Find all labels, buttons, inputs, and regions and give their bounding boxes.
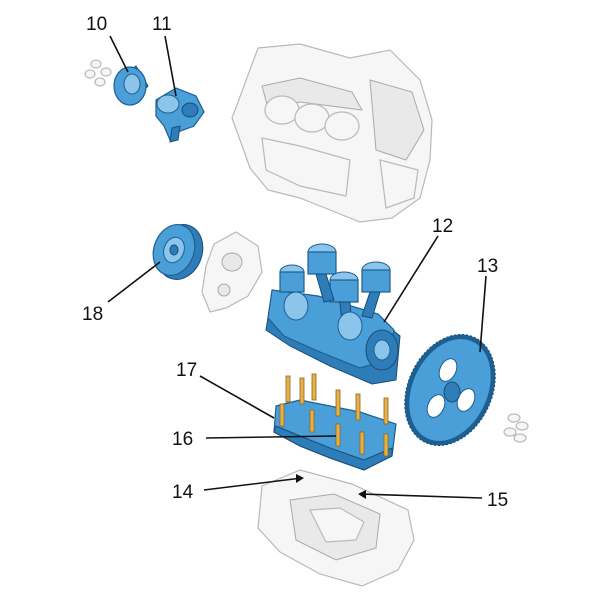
leader-11 <box>164 35 177 97</box>
leader-12 <box>383 235 439 323</box>
arrow-14 <box>296 474 304 483</box>
engine-block <box>231 43 433 223</box>
callout-17: 17 <box>176 360 197 381</box>
callout-11: 11 <box>152 14 172 35</box>
part-10-pulley <box>84 59 149 106</box>
callout-16: 16 <box>172 429 193 450</box>
callout-18: 18 <box>82 304 103 325</box>
callout-14: 14 <box>172 482 194 503</box>
part-16-17-bearing-caps <box>273 373 397 471</box>
callout-labels: 10 11 12 13 14 15 16 17 18 <box>82 14 508 511</box>
leader-14 <box>203 477 303 491</box>
callout-15: 15 <box>487 490 508 511</box>
lower-crankcase <box>257 469 415 587</box>
callout-13: 13 <box>477 256 498 277</box>
leader-13 <box>479 275 487 353</box>
part-13-flexplate <box>404 334 496 446</box>
leader-18 <box>107 261 161 303</box>
part-18-crank-pulley <box>152 224 204 280</box>
part-12-crankshaft-pistons <box>265 243 401 385</box>
timing-cover <box>201 231 263 313</box>
leader-15 <box>359 493 483 499</box>
leader-lines <box>107 35 487 499</box>
leader-17 <box>199 375 275 419</box>
part-11-pump <box>155 87 205 143</box>
arrow-15 <box>358 490 366 499</box>
leader-16 <box>205 435 337 439</box>
callout-10: 10 <box>86 14 107 35</box>
leader-10 <box>109 35 129 73</box>
callout-12: 12 <box>432 216 453 237</box>
flexplate-bolts <box>503 413 529 443</box>
